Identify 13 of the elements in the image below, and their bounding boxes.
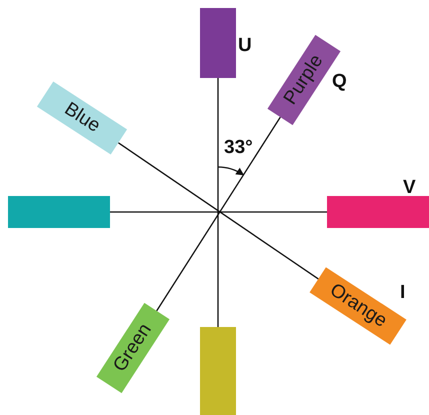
- axis-line: [217, 78, 219, 327]
- axis-line: [118, 142, 319, 280]
- axis-label: V: [403, 178, 416, 197]
- angle-label: 33°: [224, 138, 253, 157]
- axis-line: [110, 211, 327, 213]
- color-label-bar: Blue: [36, 81, 128, 155]
- color-bar: [327, 196, 429, 228]
- axis-label: I: [400, 283, 406, 302]
- color-bar: [200, 327, 236, 415]
- axis-label: U: [238, 36, 252, 55]
- axis-line: [156, 116, 281, 312]
- color-bar: [200, 8, 236, 78]
- color-bar: [8, 196, 110, 228]
